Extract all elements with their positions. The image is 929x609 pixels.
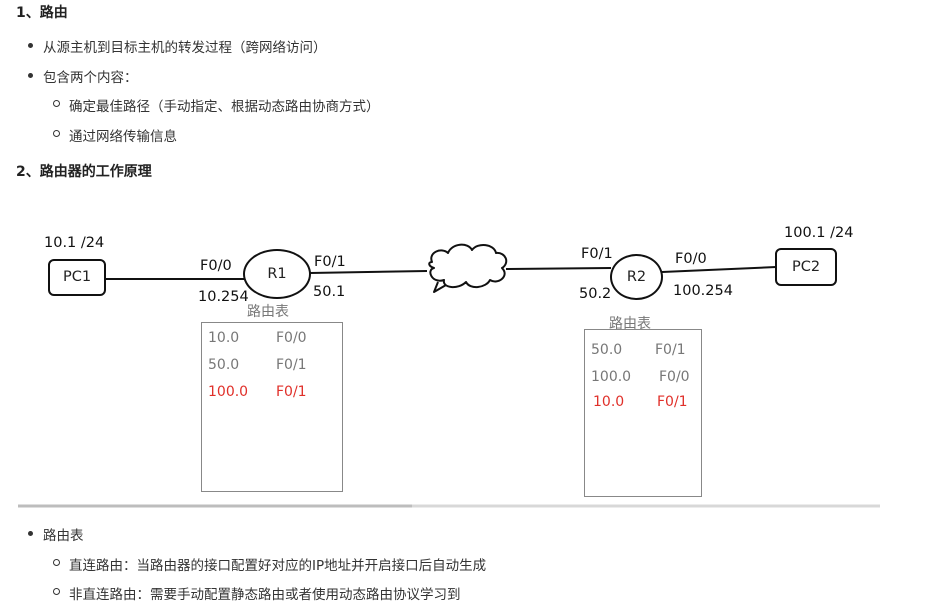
pc1-ip: 10.1 /24 xyxy=(44,235,105,251)
pc1-label: PC1 xyxy=(62,269,92,285)
r1-right-interface: F0/1 xyxy=(314,254,346,270)
heading-router-principle: 2、路由器的工作原理 xyxy=(16,164,152,180)
pc1-node: PC1 xyxy=(48,259,106,296)
r1-routing-table xyxy=(201,322,343,492)
r2-row-0-net: 50.0 xyxy=(591,342,623,358)
r2-row-1-net: 100.0 xyxy=(591,369,632,385)
r1-left-interface: F0/0 xyxy=(200,258,232,274)
sub-bullet-indirect-route: 非直连路由：需要手动配置静态路由或者使用动态路由协议学习到 xyxy=(53,583,461,603)
r2-row-1-iface: F0/0 xyxy=(659,369,690,385)
r1-table-title: 路由表 xyxy=(247,304,289,320)
bullet-contents: 包含两个内容： xyxy=(28,66,138,86)
r1-row-1-iface: F0/1 xyxy=(276,357,307,373)
heading-routing: 1、路由 xyxy=(16,5,68,21)
r1-label: R1 xyxy=(267,266,287,282)
r2-row-2-iface: F0/1 xyxy=(657,394,688,410)
r2-right-interface: F0/0 xyxy=(675,251,707,267)
r2-routing-table xyxy=(584,329,702,497)
r2-row-2-net: 10.0 xyxy=(593,394,625,410)
r2-router: R2 xyxy=(610,254,663,300)
pc2-ip: 100.1 /24 xyxy=(784,225,854,241)
r1-row-2-iface: F0/1 xyxy=(276,384,307,400)
r2-left-ip: 50.2 xyxy=(579,286,612,302)
bullet-forwarding: 从源主机到目标主机的转发过程（跨网络访问） xyxy=(28,36,327,56)
pc2-node: PC2 xyxy=(775,248,837,286)
cloud-icon xyxy=(428,243,508,293)
sub-bullet-direct-route: 直连路由：当路由器的接口配置好对应的IP地址并开启接口后自动生成 xyxy=(52,554,486,574)
r2-table-title: 路由表 xyxy=(609,316,651,332)
r1-row-1-net: 50.0 xyxy=(208,357,240,373)
r2-left-interface: F0/1 xyxy=(581,246,613,262)
r2-row-0-iface: F0/1 xyxy=(655,342,686,358)
r1-row-0-iface: F0/0 xyxy=(276,330,307,346)
link-r2-pc2 xyxy=(661,266,777,273)
sub-bullet-best-path: 确定最佳路径（手动指定、根据动态路由协商方式） xyxy=(53,95,380,115)
r1-left-ip: 10.254 xyxy=(198,289,249,305)
r1-router: R1 xyxy=(243,249,311,299)
link-r1-cloud xyxy=(309,270,428,274)
r1-row-2-net: 100.0 xyxy=(208,384,249,400)
r1-row-0-net: 10.0 xyxy=(208,330,240,346)
r1-right-ip: 50.1 xyxy=(313,284,346,300)
r2-right-ip: 100.254 xyxy=(673,283,733,299)
bullet-routing-table: 路由表 xyxy=(28,524,84,544)
sub-bullet-transmit: 通过网络传输信息 xyxy=(53,125,177,145)
pc2-label: PC2 xyxy=(791,259,821,275)
link-cloud-r2 xyxy=(505,267,612,270)
r2-label: R2 xyxy=(626,269,647,285)
